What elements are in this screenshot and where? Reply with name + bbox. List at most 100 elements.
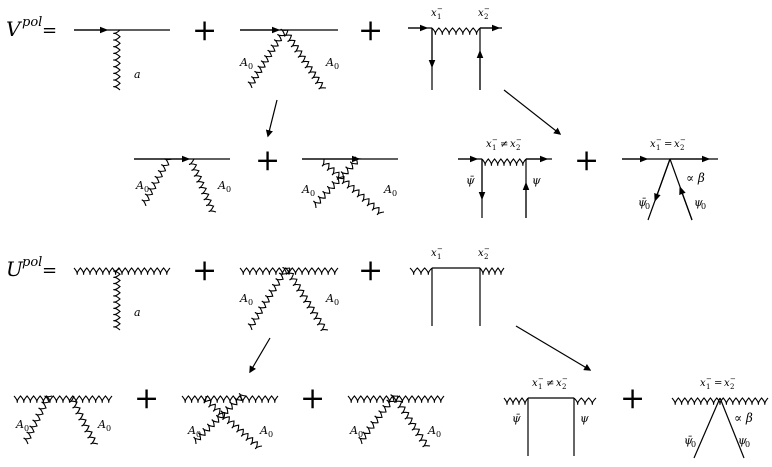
svg-text:−: − [706,375,712,383]
gluon-line-horizontal [13,395,113,403]
gluon-line-right [393,395,431,448]
gluon-line-crossing-left [313,156,363,209]
svg-text:A: A [383,183,392,196]
svg-text:U: U [6,257,24,281]
u-diagram-two-gluon-split: A 0 A 0 [13,395,113,445]
svg-text:x: x [478,248,484,259]
svg-text:−: − [437,5,443,13]
svg-text:x: x [674,139,680,150]
svg-text:2: 2 [516,144,520,152]
u-diagram-split-right: A 0 A 0 [347,394,445,448]
svg-text:A: A [239,56,248,69]
label-A0-left: A 0 [239,292,253,307]
plus-sign: + [134,381,159,416]
svg-text:−: − [656,136,662,144]
v-diagram-contact-eq: x 1 − = x 2 − ∝ β ψ̄ 0 ψ 0 [622,136,718,221]
gluon-line-right [69,395,99,445]
gluon-stub-right [573,397,597,405]
svg-text:1: 1 [492,144,496,152]
u-diagram-single-gluon: a [73,267,171,331]
svg-text:0: 0 [248,62,253,71]
svg-text:A: A [259,424,268,437]
gluon-line-left [141,158,173,207]
svg-text:V: V [6,17,23,41]
svg-text:2: 2 [680,144,684,152]
svg-text:A: A [239,292,248,305]
label-x1: x 1 − [431,245,443,261]
svg-text:A: A [97,418,106,431]
u-diagram-box: x 1 − x 2 − [409,245,505,326]
label-A0-right: A 0 [383,183,397,198]
svg-text:−: − [562,375,568,383]
svg-text:1: 1 [437,253,441,261]
label-A0-right: A 0 [325,292,339,307]
plus-sign: + [358,13,383,48]
v-diagram-two-gluon-vertex: A 0 A 0 [239,26,339,90]
svg-text:=: = [42,260,57,281]
svg-text:x: x [650,139,656,150]
label-A0-left: A 0 [239,56,253,71]
svg-text:−: − [680,136,686,144]
svg-text:0: 0 [310,189,315,198]
gluon-line-right [283,29,327,90]
v-diagram-crossed-gluons: A 0 A 0 [301,155,398,216]
label-psibar0: ψ̄ 0 [684,434,696,449]
svg-text:0: 0 [334,62,339,71]
label-psi: ψ [532,174,541,187]
arrow-down-right [515,325,592,371]
gluon-line-right [188,158,217,213]
svg-text:A: A [301,183,310,196]
label-A0-left: A 0 [135,179,149,194]
svg-text:0: 0 [436,430,441,439]
svg-text:−: − [484,5,490,13]
u-pol-label: U pol = [6,255,57,281]
gluon-line-crossing-right [203,395,263,450]
label-x1: x 1 − [431,5,443,21]
plus-sign: + [300,381,325,416]
gluon-line-right [285,267,329,332]
gluon-line-left [23,395,53,445]
svg-text:0: 0 [106,424,111,433]
u-diagram-contact-eq: x 1 − = x 2 − ∝ β ψ̄ 0 ψ 0 [671,375,769,459]
svg-text:2: 2 [730,383,734,391]
svg-text:=: = [664,139,672,150]
svg-text:2: 2 [484,13,488,21]
label-A0-left: A 0 [349,424,363,439]
arrow-down-right [503,89,562,135]
gluon-stub-left [409,267,433,275]
plus-sign: + [574,143,599,178]
svg-text:0: 0 [226,185,231,194]
label-A0-right: A 0 [217,179,231,194]
v-diagram-box-neq: x 1 − ≠ x 2 − ψ̄ ψ [458,136,552,218]
gluon-line-crossing-left [193,393,247,445]
u-diagram-crossed-gluons: A 0 A 0 [181,393,279,450]
gluon-stub-left [503,397,529,405]
svg-text:0: 0 [24,424,29,433]
svg-text:0: 0 [268,430,273,439]
svg-text:A: A [349,424,358,437]
svg-text:≠: ≠ [500,139,508,150]
label-A0-right: A 0 [259,424,273,439]
arrow-down-left [265,99,278,138]
svg-text:−: − [538,375,544,383]
svg-text:A: A [135,179,144,192]
svg-text:=: = [42,20,57,41]
svg-text:−: − [492,136,498,144]
svg-text:ψ: ψ [694,196,703,209]
svg-text:1: 1 [656,144,660,152]
label-x2: x 2 − [478,5,490,21]
label-A0-right: A 0 [427,424,441,439]
label-a: a [134,306,141,319]
svg-text:0: 0 [645,202,650,211]
label-x1-neq-x2: x 1 − ≠ x 2 − [532,375,568,391]
svg-text:1: 1 [437,13,441,21]
leg-arrow-right [679,186,693,221]
line-leg-left [693,397,721,459]
svg-text:A: A [325,292,334,305]
svg-text:x: x [431,8,437,19]
svg-text:ψ: ψ [738,434,747,447]
svg-text:0: 0 [358,430,363,439]
gluon-line-left [247,266,291,331]
svg-text:ψ̄: ψ̄ [638,196,647,209]
